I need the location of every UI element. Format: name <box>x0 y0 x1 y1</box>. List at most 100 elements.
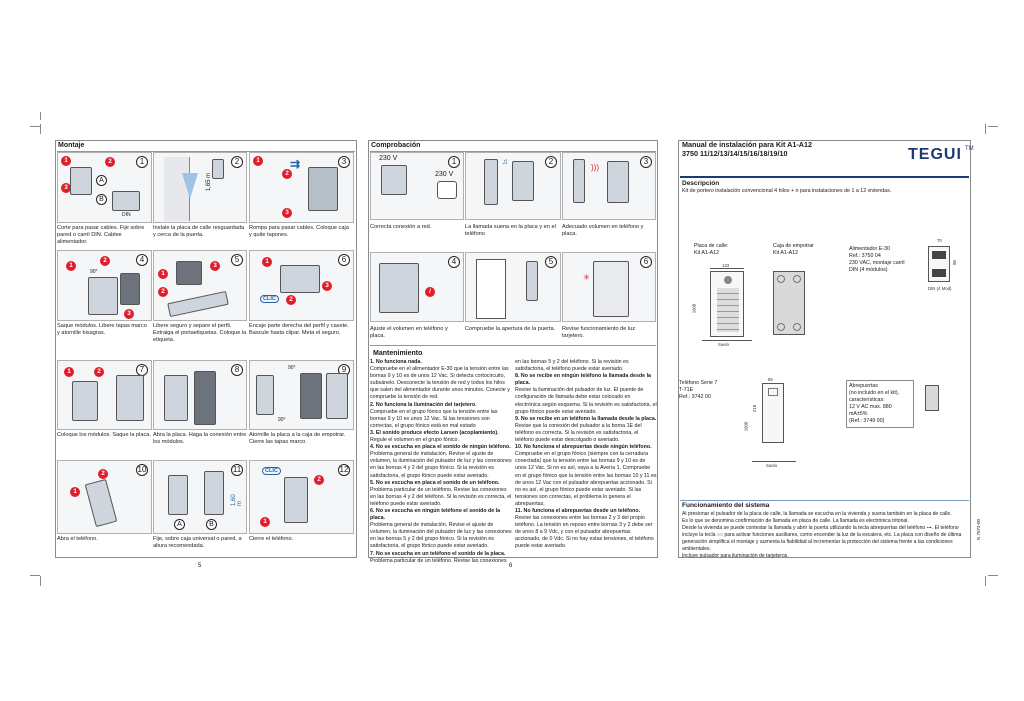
mantenimiento-item: 11. No funciona el abrepuertas desde un … <box>515 508 657 551</box>
screw-hole-icon <box>793 275 801 283</box>
terminal-block <box>932 251 946 259</box>
step-badge: 2 <box>100 256 110 266</box>
mantenimiento-item-heading: 3. El sonido produce efecto Larsen (acop… <box>370 429 499 436</box>
page-number: 5 <box>198 563 202 569</box>
telephone-device <box>84 478 118 528</box>
voltage-label: 230 V <box>379 155 398 162</box>
montaje-rule <box>57 151 355 152</box>
mantenimiento-item-heading: 8. No se recibe en ningún teléfono la ll… <box>515 373 651 387</box>
crop-mark <box>985 124 986 134</box>
arrow-icon: ⇉ <box>290 157 301 171</box>
step-number: 2 <box>545 156 557 168</box>
mantenimiento-item-text: Regule el volumen en el grupo fónico. <box>370 437 459 444</box>
document-code: N 7073-00 <box>976 518 981 540</box>
montaje-step-3: 3 1 2 3 ⇉ <box>249 152 354 223</box>
alimentador-width-dim: 70 <box>937 238 942 243</box>
abrepuertas-label-line: Abrepuertas <box>849 383 878 389</box>
telephone-device <box>526 261 538 301</box>
page-number: 6 <box>509 563 513 569</box>
placa-width-dim: 133 <box>722 263 730 268</box>
frame-cover <box>256 375 274 415</box>
trademark-label: TM <box>965 146 974 152</box>
abrepuertas-label-line: (no incluido en el kit), <box>849 390 900 396</box>
manual-title: Manual de instalación para Kit A1-A12 37… <box>682 140 812 158</box>
montaje-caption-5: Libere seguro y separe el perfil. Extrai… <box>153 323 247 343</box>
funcionamiento-line: Al presionar el pulsador de la placa de … <box>682 511 952 517</box>
letter-badge-b: B <box>206 519 217 530</box>
step-badge: 1 <box>64 367 74 377</box>
mantenimiento-title: Mantenimiento <box>373 350 423 357</box>
floor-line <box>702 340 752 341</box>
step-number: 11 <box>231 464 243 476</box>
mantenimiento-item-text: Compruebe en el grupo fónico (siempre co… <box>515 451 657 507</box>
step-badge: 1 <box>61 156 71 166</box>
door-opener-drawing <box>925 385 939 411</box>
step-badge: 3 <box>282 208 292 218</box>
mantenimiento-item-heading: 5. No se escucha en placa el sonido de u… <box>370 479 500 486</box>
funcionamiento-title: Funcionamiento del sistema <box>682 502 770 509</box>
caja-label: Caja de empotrar Kit A1-A12 <box>773 243 814 257</box>
crop-mark <box>30 126 40 127</box>
step-number: 6 <box>640 256 652 268</box>
mantenimiento-item-text: Problema general de instalación. Revise … <box>370 522 512 550</box>
letter-badge-b: B <box>96 194 107 205</box>
step-number: 1 <box>136 156 148 168</box>
funcionamiento-line: Desde la vivienda se puede contestar la … <box>682 525 959 531</box>
angle-label: 90° <box>278 417 286 423</box>
montaje-caption-2: Instale la placa de calle resguardada y … <box>153 225 245 238</box>
montaje-caption-7: Coloque los módulos. Saque la placa. <box>57 432 151 438</box>
music-note-icon: ♫ <box>502 157 508 166</box>
mantenimiento-item-heading: 7. No se escucha en un teléfono el sonid… <box>370 550 506 557</box>
mantenimiento-item: 5. No se escucha en placa el sonido de u… <box>370 480 512 508</box>
montaje-step-6: 6 1 2 3 CLIC <box>249 250 354 321</box>
step-number: 6 <box>338 254 350 266</box>
step-number: 12 <box>338 464 350 476</box>
montaje-caption-9: Atornille la placa a la caja de empotrar… <box>249 432 346 445</box>
clic-label: CLIC <box>260 295 279 303</box>
mantenimiento-item-text: Problema particular de un teléfono. Revi… <box>370 557 507 564</box>
montaje-step-4: 4 1 2 3 90° <box>57 250 152 321</box>
flush-box-drawing <box>773 271 805 335</box>
manual-panel <box>678 140 971 558</box>
comprobacion-title: Comprobación <box>371 142 421 149</box>
mantenimiento-item-text: Revise las conexiones entre las bornas 2… <box>515 515 654 550</box>
cassette-device <box>280 265 320 293</box>
abrepuertas-label-line: (Ref.: 3749 00) <box>849 418 885 424</box>
voltage-label: 230 V <box>435 171 454 178</box>
crop-mark <box>985 576 986 586</box>
mantenimiento-item-text: Revise que la conexión del pulsador a la… <box>515 422 642 444</box>
step-number: 8 <box>231 364 243 376</box>
step-number: 4 <box>448 256 460 268</box>
comprobacion-caption-4: Ajuste el volumen en teléfono y placa. <box>370 326 448 339</box>
funcionamiento-line: incluye la tecla ○○ para activar funcion… <box>682 532 962 538</box>
step-badge: 2 <box>158 287 168 297</box>
mantenimiento-item: 8. No se recibe en ningún teléfono la ll… <box>515 373 657 416</box>
montaje-caption-4: Saque módulos. Libere tapas marco y ator… <box>57 323 147 336</box>
comprobacion-caption-1: Correcta conexión a red. <box>370 224 432 230</box>
step-badge: 2 <box>98 469 108 479</box>
screw-hole-icon <box>777 275 785 283</box>
telephone-device <box>284 477 308 523</box>
mantenimiento-item-heading: 4. No se escucha en placa el sonido de n… <box>370 444 511 451</box>
step-number: 2 <box>231 156 243 168</box>
step-badge: 2 <box>282 169 292 179</box>
montaje-step-2: 2 1,65 m <box>153 152 247 223</box>
comprobacion-step-6: 6 ✳ <box>562 252 656 322</box>
door-panel-drawing <box>710 271 744 337</box>
montaje-step-9: 9 90° 90° <box>249 360 354 430</box>
floor-line <box>752 461 796 462</box>
telefono-label-line: Ref.: 3742 00 <box>679 394 711 400</box>
step-badge: 2 <box>105 157 115 167</box>
door-panel-device <box>116 375 144 421</box>
caja-label-line: Caja de empotrar <box>773 243 814 249</box>
mantenimiento-item-text: Compruebe en el grupo fónico que la tens… <box>370 408 498 429</box>
abrepuertas-label: Abrepuertas (no incluido en el kit), car… <box>846 380 914 428</box>
comprobacion-step-1: 1 230 V 230 V <box>370 152 464 220</box>
placa-label-line: Placa de calle: <box>694 243 729 249</box>
light-rays-icon: ✳ <box>583 273 590 282</box>
mantenimiento-item-heading: 6. No se escucha en ningún teléfono el s… <box>370 507 501 522</box>
module-device <box>120 273 140 305</box>
angle-label: 90° <box>90 269 98 275</box>
telephone-drawing <box>762 383 784 443</box>
placa-height-dim: 1600 <box>691 303 697 314</box>
